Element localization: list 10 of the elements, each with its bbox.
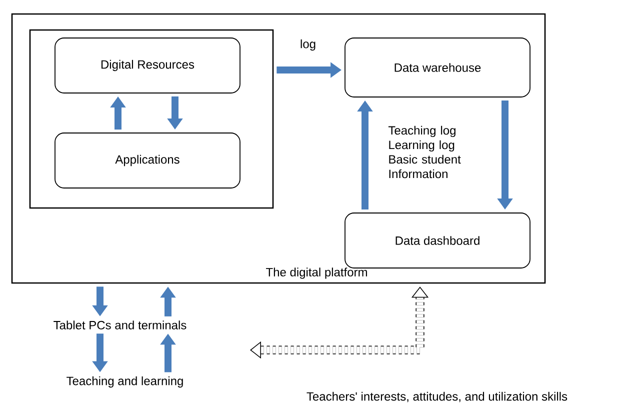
text-label: Tablet PCs and terminals [54, 320, 186, 330]
text-label: Teaching and learning [66, 376, 183, 388]
edge-label: Teachers' interests, attitudes, and utilization skills [306, 392, 568, 402]
group-box [29, 29, 274, 209]
edge-label: Teaching log Learning log Basic student Information [388, 126, 461, 178]
process-box: Applications [54, 132, 240, 188]
process-box: Data warehouse [344, 38, 530, 98]
process-box: Data dashboard [344, 212, 530, 268]
edge-label: log [300, 39, 316, 51]
process-box: Digital Resources [54, 38, 240, 94]
